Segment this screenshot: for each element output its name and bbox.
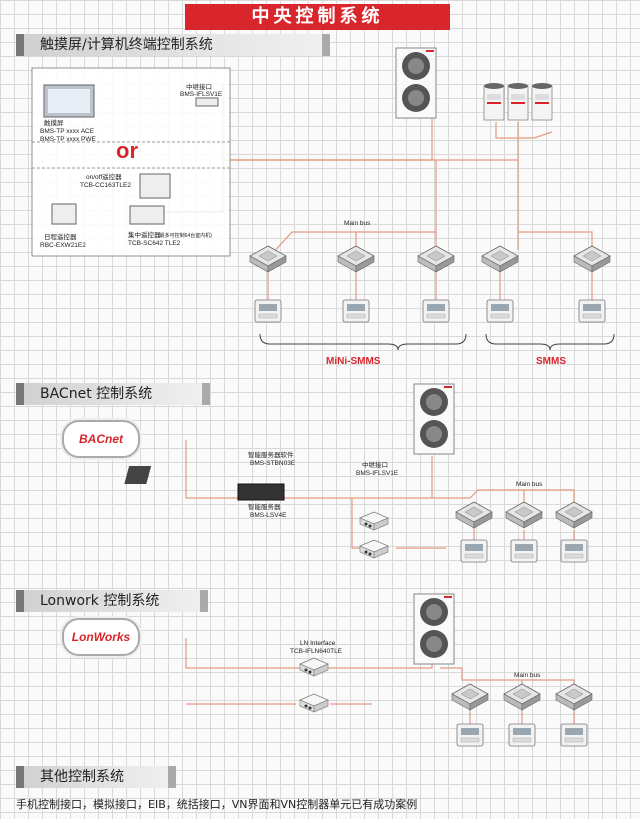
central-remote-model: TCB-SC642 TLE2	[128, 240, 181, 247]
section-header-other: 其他控制系统	[16, 766, 176, 788]
page-title: 中央控制系统	[185, 4, 450, 30]
or-separator: or	[116, 138, 138, 163]
smms-label: SMMS	[536, 356, 566, 367]
main-bus-label-3: Main bus	[514, 672, 541, 679]
relay-model-2: BMS-IFLSV1E	[356, 470, 399, 477]
onoff-remote-model: TCB-CC163TLE2	[80, 182, 131, 189]
mini-smms-label: MiNi-SMMS	[326, 356, 381, 367]
section-header-bacnet: BACnet 控制系统	[16, 383, 210, 405]
server-software-label: 智能服务器软件	[248, 452, 294, 459]
touch-screen-label: 触摸屏	[44, 120, 64, 127]
touch-model-1: BMS-TP xxxx ACE	[40, 128, 95, 135]
central-remote-note: (最多可控制64台室内机)	[158, 233, 212, 239]
section-header-touch: 触摸屏/计算机终端控制系统	[16, 34, 330, 56]
section-header-lonwork: Lonwork 控制系统	[16, 590, 208, 612]
ln-interface-model: TCB-IFLN640TLE	[290, 648, 343, 655]
touch-model-2: BMS-TP xxxx PWE	[40, 136, 96, 143]
server-software-model: BMS-STBN03E	[250, 460, 296, 467]
schedule-remote-label: 日程遥控器	[44, 234, 77, 241]
ln-interface-label: LN Interface	[300, 640, 336, 647]
lonworks-cloud-logo: LonWorks	[62, 618, 140, 656]
relay-label-1: 中继接口	[186, 84, 212, 91]
bacnet-cloud-logo: BACnet	[62, 420, 140, 458]
central-remote-label: 集中遥控器	[128, 232, 161, 239]
main-bus-label-1: Main bus	[344, 220, 371, 227]
relay-label-2: 中继接口	[362, 462, 388, 469]
other-systems-description: 手机控制接口，模拟接口，EIB，统括接口，VN界面和VN控制器单元已有成功案例	[16, 798, 418, 811]
main-bus-label-2: Main bus	[516, 481, 543, 488]
smart-server-label: 智能服务器	[248, 504, 281, 511]
relay-model-1: BMS-IFLSV1E	[180, 91, 223, 98]
smart-server-model: BMS-LSV4E	[250, 512, 287, 519]
onoff-remote-label: on/off遥控器	[86, 174, 122, 181]
schedule-remote-model: RBC-EXW21E2	[40, 242, 86, 249]
